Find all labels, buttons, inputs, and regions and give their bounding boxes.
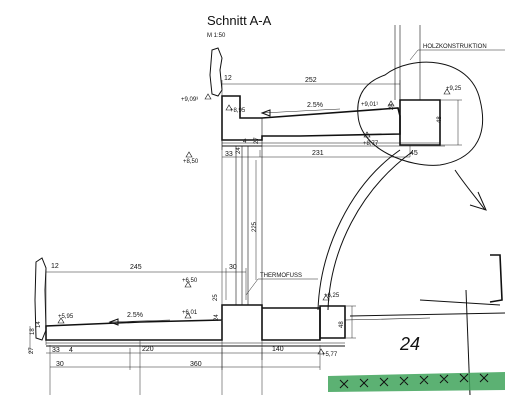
lower-dim-48: 48	[339, 321, 345, 328]
upper-dim-45: 45	[410, 150, 418, 157]
connecting-curve-inner	[327, 151, 413, 311]
upper-elev-850: +8,50	[183, 159, 199, 165]
lower-dim-360: 360	[190, 361, 202, 368]
lower-elev-595: +5,95	[58, 314, 74, 320]
upper-elev-925: +9,25	[446, 86, 462, 92]
lower-elev-625: +6,25	[324, 293, 340, 299]
lower-dim-30: 30	[229, 264, 237, 271]
upper-dim-27: 27	[254, 137, 260, 144]
upper-dim-231: 231	[312, 150, 324, 157]
sketch-note: 24	[399, 334, 420, 354]
upper-elev-901: +9,01¹	[361, 102, 378, 108]
lower-slope: 2.5%	[127, 312, 143, 319]
grid-lines	[49, 140, 263, 395]
lower-dim-27: 27	[29, 347, 35, 354]
upper-dim-48: 48	[437, 116, 443, 123]
lower-dim-24: 24	[214, 314, 220, 321]
upper-slope: 2.5%	[307, 102, 323, 109]
lower-dim-30b: 30	[56, 361, 64, 368]
lower-dim-25: 25	[213, 294, 219, 301]
connecting-curve-outer	[317, 149, 401, 311]
hand-sketch: 24	[328, 254, 506, 396]
upper-slab-end	[399, 99, 441, 146]
upper-dim-12: 12	[224, 75, 232, 82]
lower-dim-245: 245	[130, 264, 142, 271]
upper-elev-877: +8,77	[363, 141, 379, 147]
label-thermofuss: THERMOFUSS	[260, 273, 302, 279]
upper-slab	[209, 25, 445, 305]
lower-dim-12: 12	[51, 263, 59, 270]
upper-dim-252: 252	[305, 77, 317, 84]
lower-dim-140: 140	[272, 346, 284, 353]
sketch-green-band	[328, 372, 505, 392]
drawing-scale: M 1:50	[207, 33, 226, 39]
upper-dim-24b: 24	[236, 147, 242, 154]
lower-dim-4: 4	[69, 347, 73, 354]
lower-slab-end	[319, 305, 346, 339]
lower-slab	[34, 257, 431, 347]
upper-dim-225: 225	[252, 221, 258, 232]
lower-elev-650: +6,50	[182, 278, 198, 284]
lower-dim-14: 14	[36, 321, 42, 328]
upper-dim-33: 33	[225, 151, 233, 158]
lower-dim-33: 33	[52, 347, 60, 354]
lower-dim-18: 18	[30, 328, 36, 335]
highlight-cloud	[357, 61, 484, 166]
lower-dim-220: 220	[142, 346, 154, 353]
upper-elev-895: +8,95	[230, 108, 246, 114]
upper-dimensions	[185, 80, 462, 280]
upper-elev-909: +9,09³	[181, 97, 198, 103]
label-holzkonstruktion: HOLZKONSTRUKTION	[423, 44, 487, 50]
upper-parapet-cladding	[209, 47, 223, 97]
upper-dim-24: 24	[389, 103, 395, 110]
lower-elev-601: +6,01	[182, 310, 198, 316]
drawing-title: Schnitt A-A	[207, 13, 272, 28]
upper-dim-4: 4	[243, 139, 247, 145]
lower-elev-577: +5,77	[322, 352, 338, 358]
